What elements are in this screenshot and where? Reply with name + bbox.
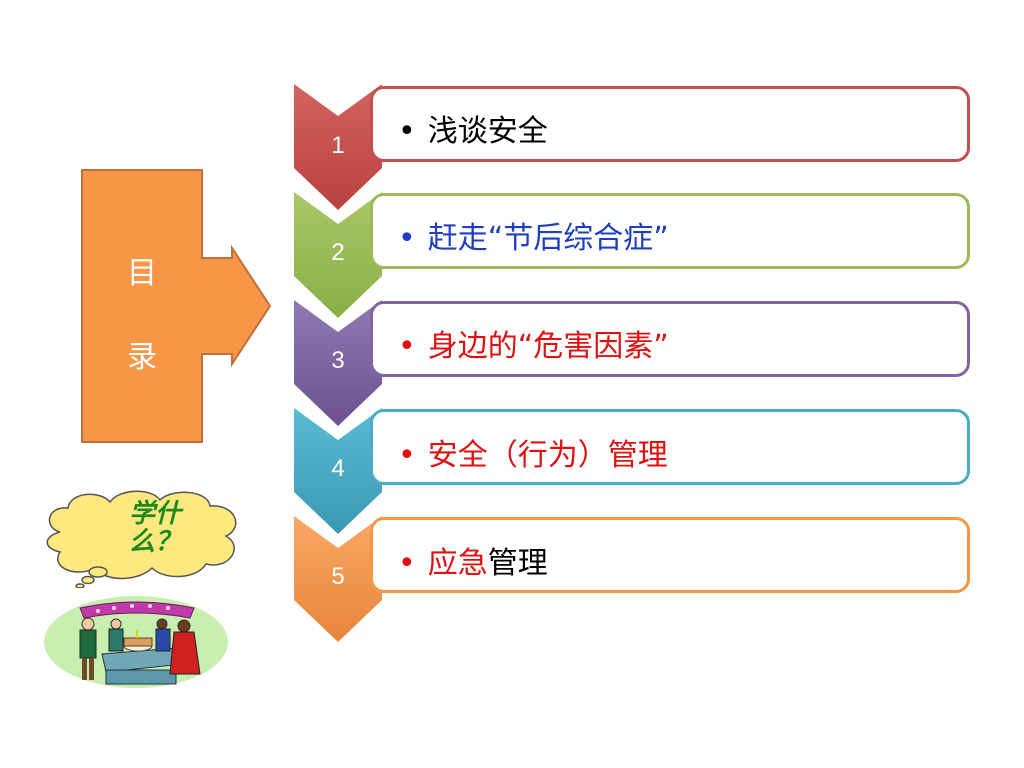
item-text-3: 身边的“危害因素”: [427, 329, 669, 364]
chevron-4: [294, 408, 382, 534]
item-label-2: • 赶走“节后综合症”: [398, 213, 669, 257]
item-box-4[interactable]: [370, 409, 970, 485]
thought-cloud-icon: [46, 490, 237, 588]
item-text-2: 赶走“节后综合症”: [427, 221, 669, 256]
toc-title-char-2: 录: [127, 340, 157, 375]
cloud-text-line-1: 学什: [128, 499, 181, 529]
item-text-5b: 管理: [487, 546, 548, 581]
chevron-2: [294, 192, 382, 318]
bullet-icon: •: [398, 221, 416, 256]
item-box-2[interactable]: [370, 193, 970, 269]
bullet-icon: •: [398, 329, 416, 364]
item-label-5: • 应急管理: [398, 538, 548, 582]
item-number-3: 3: [331, 347, 345, 374]
item-text-4: 安全（行为）管理: [427, 438, 668, 473]
item-number-4: 4: [331, 455, 345, 482]
toc-title-char-1: 目: [127, 256, 157, 291]
chevron-5: [294, 516, 382, 642]
item-label-1: • 浅谈安全: [398, 106, 548, 150]
item-text-5a: 应急: [427, 546, 488, 581]
chevron-1: [294, 84, 382, 210]
item-label-4: • 安全（行为）管理: [398, 430, 668, 474]
item-box-1[interactable]: [370, 86, 970, 162]
chevron-3: [294, 300, 382, 426]
item-text-1: 浅谈安全: [427, 114, 548, 149]
item-number-5: 5: [331, 563, 345, 590]
toc-callout: [81, 169, 272, 443]
item-box-5[interactable]: [370, 517, 970, 593]
cloud-text-line-2: 么？: [128, 527, 181, 557]
item-number-1: 1: [331, 132, 345, 159]
item-number-2: 2: [331, 239, 345, 266]
birthday-party-clipart: [44, 596, 228, 688]
item-box-3[interactable]: [370, 301, 970, 377]
bullet-icon: •: [398, 114, 416, 149]
bullet-icon: •: [398, 438, 416, 473]
bullet-icon: •: [398, 546, 416, 581]
item-label-3: • 身边的“危害因素”: [398, 321, 669, 365]
cloud-caption: 学什 么？: [100, 500, 210, 556]
